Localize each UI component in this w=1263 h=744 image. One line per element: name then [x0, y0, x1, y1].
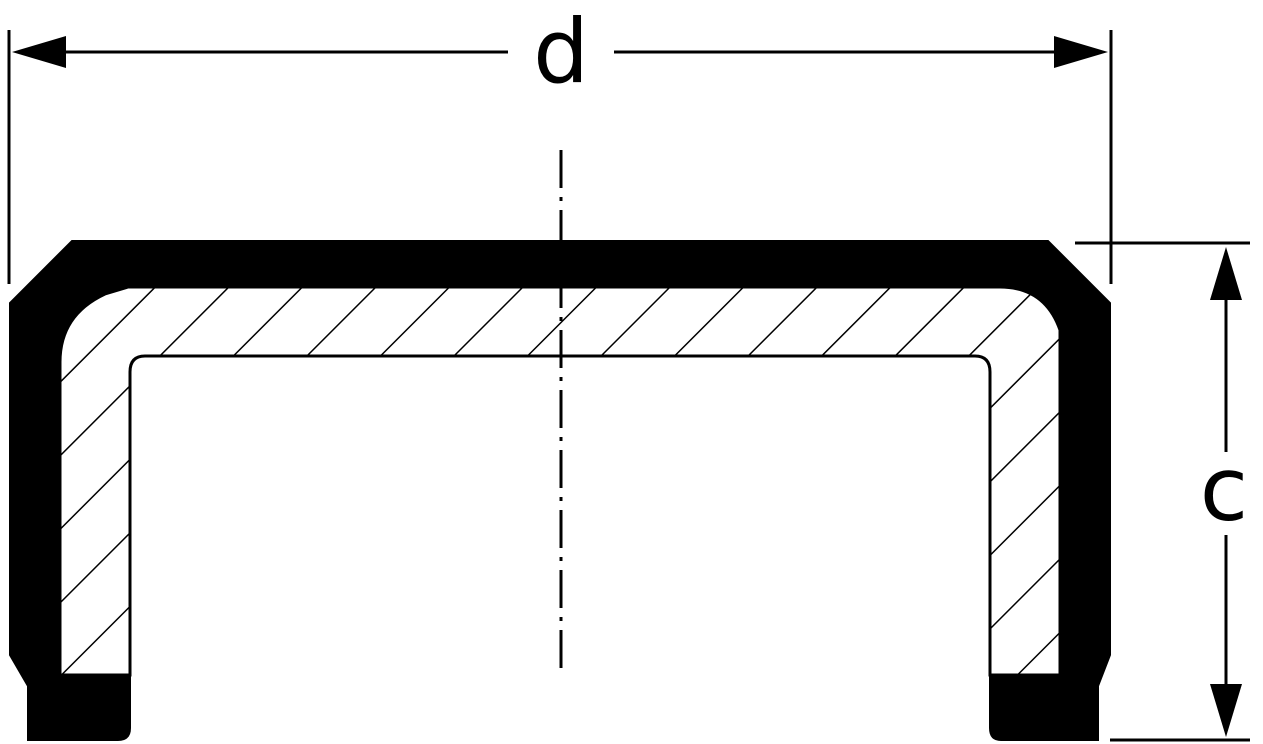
width-label: d	[533, 0, 589, 103]
width-arrow-right	[1054, 36, 1108, 68]
height-dimension: c	[1075, 241, 1250, 742]
height-arrow-top	[1210, 247, 1242, 300]
width-dimension: d	[7, 0, 1113, 284]
height-label: c	[1200, 438, 1248, 541]
width-arrow-left	[12, 36, 66, 68]
height-arrow-bottom	[1210, 684, 1242, 737]
